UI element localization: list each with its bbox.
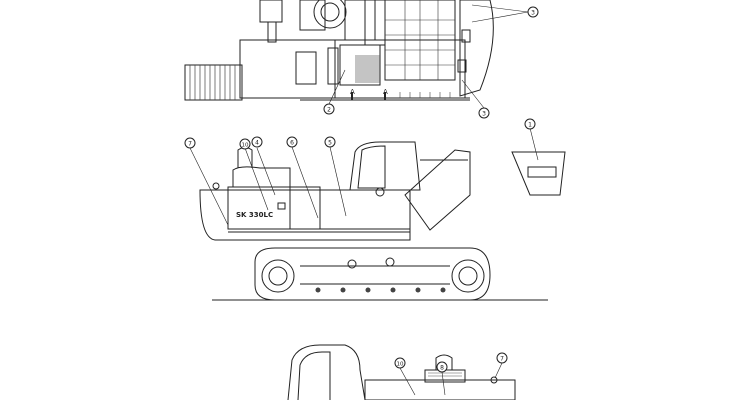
section-mark-a-right: A bbox=[383, 88, 388, 96]
callout-5-mid-label: 5 bbox=[328, 140, 332, 147]
callout-7-mid bbox=[184, 137, 196, 149]
callout-1 bbox=[524, 118, 536, 130]
top-cab bbox=[459, 0, 494, 97]
side-cab bbox=[349, 141, 421, 191]
side-idler bbox=[261, 259, 295, 293]
callout-6-mid-label: 6 bbox=[290, 140, 294, 147]
callout-1-label: 1 bbox=[528, 122, 532, 129]
model-label: SK 330LC bbox=[236, 211, 273, 219]
callout-10-mid-label: 10 bbox=[242, 143, 249, 149]
callout-10-mid bbox=[239, 138, 251, 150]
callout-7-bottom-label: 7 bbox=[500, 356, 504, 363]
top-swing-circle bbox=[313, 0, 347, 29]
bottom-view: 10 8 7 bbox=[287, 344, 516, 401]
top-view: A A 2 3 3 bbox=[184, 0, 539, 119]
callout-7-mid-label: 7 bbox=[188, 141, 192, 148]
side-upper-body bbox=[199, 189, 411, 241]
side-exhaust bbox=[237, 147, 253, 168]
callout-3-bottom bbox=[478, 107, 490, 119]
callout-10-bottom-label: 10 bbox=[397, 362, 404, 368]
detail-view-1: 1 bbox=[511, 118, 566, 196]
callout-3-bottom-label: 3 bbox=[482, 111, 486, 118]
top-crawler bbox=[184, 64, 243, 101]
callout-2 bbox=[323, 103, 335, 115]
section-mark-a-left: A bbox=[350, 88, 355, 96]
callout-3-top-label: 3 bbox=[531, 10, 535, 17]
top-counterweight bbox=[239, 39, 336, 99]
callout-4-mid-label: 4 bbox=[255, 140, 259, 147]
side-view: SK 330LC 7 10 bbox=[184, 136, 548, 301]
callout-3-top bbox=[527, 6, 539, 18]
callout-6-mid bbox=[286, 136, 298, 148]
bottom-cab bbox=[287, 344, 366, 401]
side-boom bbox=[404, 149, 471, 231]
callout-4-mid bbox=[251, 136, 263, 148]
callout-2-label: 2 bbox=[327, 107, 331, 114]
bottom-exhaust bbox=[435, 354, 453, 370]
callout-8-bottom bbox=[436, 361, 448, 373]
side-undercarriage bbox=[254, 247, 491, 301]
callout-7-bottom bbox=[496, 352, 508, 364]
callout-10-bottom bbox=[394, 357, 406, 369]
callout-8-bottom-label: 8 bbox=[440, 365, 444, 372]
callout-5-mid bbox=[324, 136, 336, 148]
side-sprocket bbox=[451, 259, 485, 293]
